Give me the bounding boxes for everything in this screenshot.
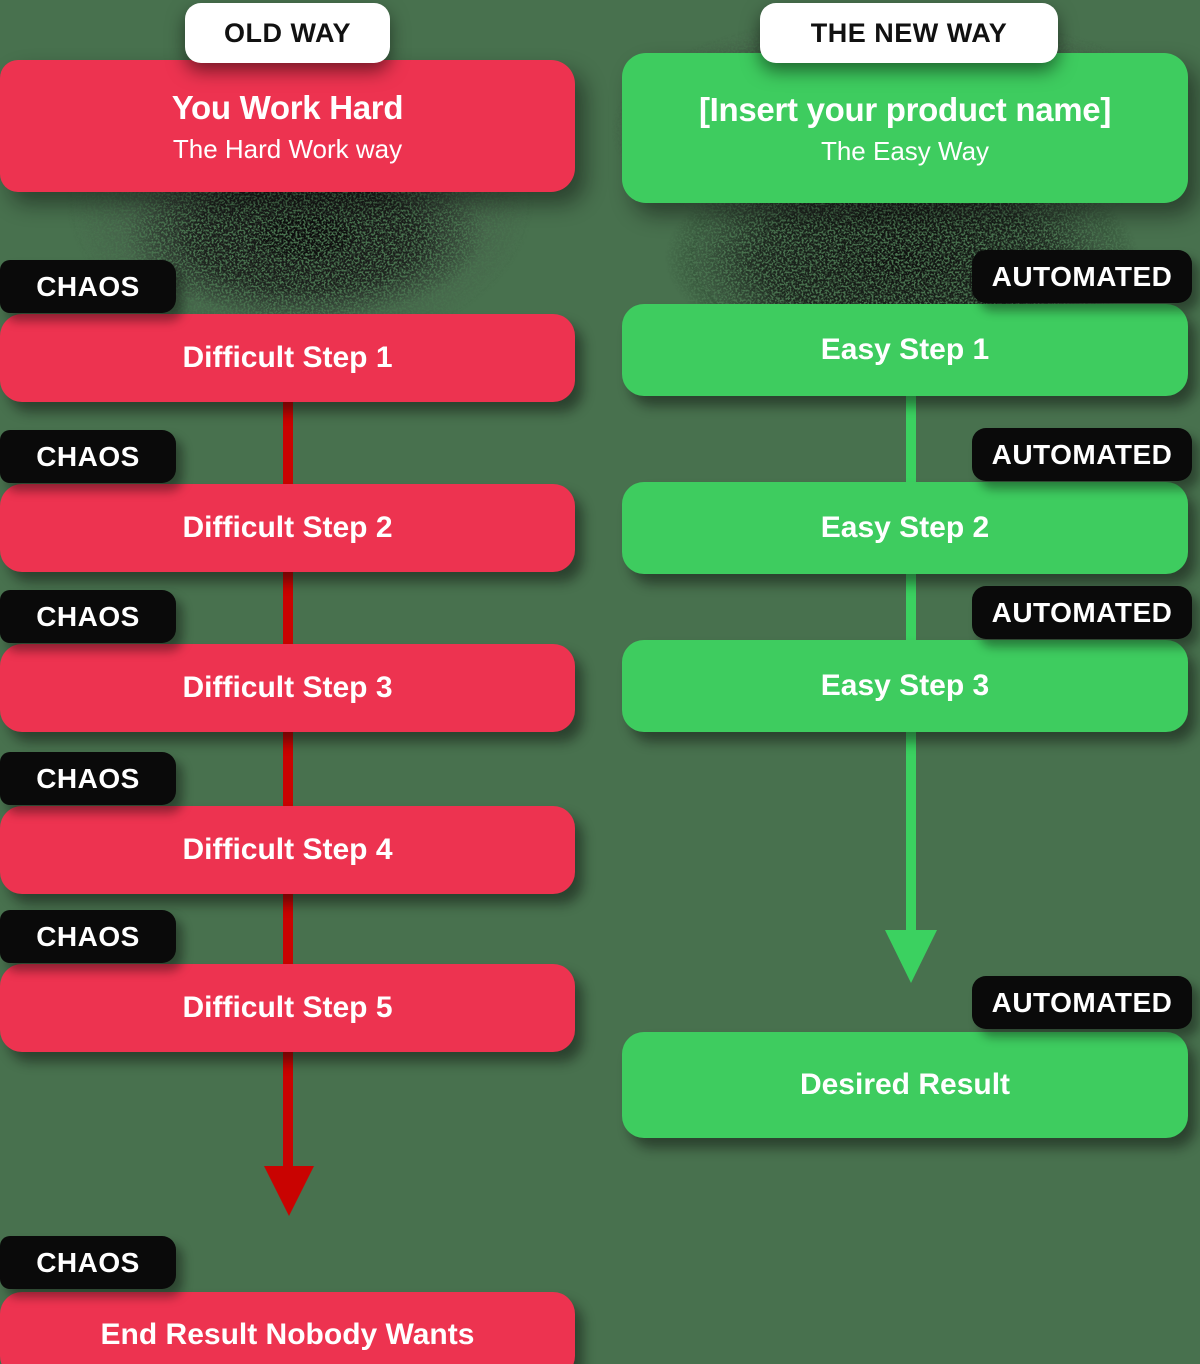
old-step-box: Difficult Step 3 <box>0 644 575 732</box>
old-step-box: Difficult Step 4 <box>0 806 575 894</box>
old-step-box: Difficult Step 5 <box>0 964 575 1052</box>
new-way-title: [Insert your product name] <box>698 90 1112 128</box>
old-way-badge: OLD WAY <box>185 3 390 63</box>
old-result-box: End Result Nobody Wants <box>0 1292 575 1364</box>
new-way-badge-label: THE NEW WAY <box>810 17 1008 48</box>
new-step-box: Easy Step 3 <box>622 640 1188 732</box>
old-way-header-box: You Work Hard The Hard Work way <box>0 60 575 192</box>
new-way-badge: THE NEW WAY <box>760 3 1058 63</box>
new-way-arrowhead-icon <box>885 930 937 983</box>
old-way-title: You Work Hard <box>171 88 404 126</box>
old-step-box: Difficult Step 1 <box>0 314 575 402</box>
automated-label: AUTOMATED <box>972 586 1192 639</box>
old-way-arrow-line <box>283 370 293 1170</box>
new-step-box: Easy Step 1 <box>622 304 1188 396</box>
chaos-label: CHAOS <box>0 430 176 483</box>
automated-label: AUTOMATED <box>972 250 1192 303</box>
old-way-badge-label: OLD WAY <box>223 17 352 48</box>
new-result-box: Desired Result <box>622 1032 1188 1138</box>
automated-label: AUTOMATED <box>972 428 1192 481</box>
chaos-label: CHAOS <box>0 590 176 643</box>
new-way-header-box: [Insert your product name] The Easy Way <box>622 53 1188 203</box>
new-way-subtitle: The Easy Way <box>820 135 990 166</box>
chaos-label: CHAOS <box>0 1236 176 1289</box>
old-step-box: Difficult Step 2 <box>0 484 575 572</box>
chaos-label: CHAOS <box>0 752 176 805</box>
old-way-subtitle: The Hard Work way <box>172 133 403 164</box>
chaos-label: CHAOS <box>0 910 176 963</box>
new-step-box: Easy Step 2 <box>622 482 1188 574</box>
old-way-arrowhead-icon <box>264 1166 314 1216</box>
automated-label: AUTOMATED <box>972 976 1192 1029</box>
chaos-label: CHAOS <box>0 260 176 313</box>
